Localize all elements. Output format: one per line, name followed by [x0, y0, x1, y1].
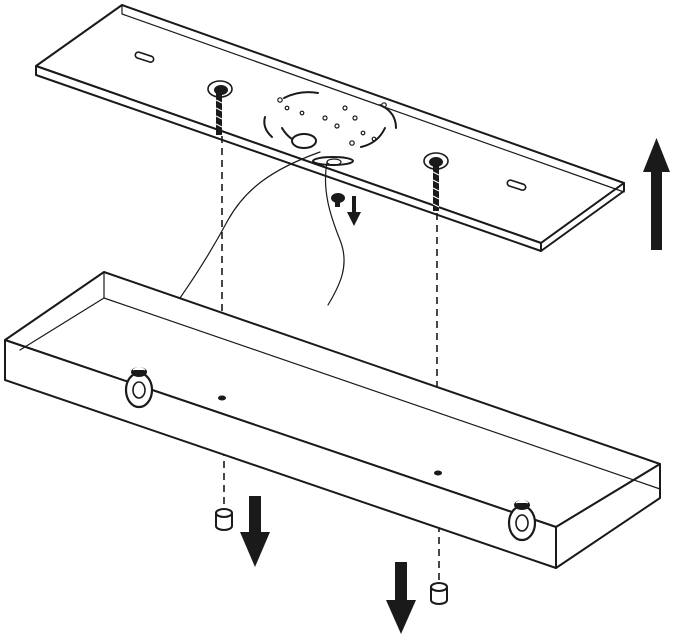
finial-right — [430, 582, 448, 605]
mounting-plate-side-edge — [540, 182, 625, 252]
mounting-plate-knockouts — [263, 91, 397, 149]
canopy-hole-right — [434, 470, 442, 476]
decorative-knob-right — [507, 499, 537, 542]
mounting-plate-slot-right — [506, 179, 527, 191]
mounting-screw-left — [207, 80, 233, 135]
supply-wire-right — [324, 161, 345, 306]
decorative-knob-left — [124, 366, 154, 409]
fixture-canopy-side-face — [555, 463, 661, 569]
ground-screw-arrow — [347, 196, 361, 226]
right-finial-arrow — [386, 562, 416, 634]
supply-wires — [179, 151, 345, 306]
finial-left — [215, 508, 233, 531]
mounting-plate-top-face — [35, 4, 625, 244]
fixture-canopy — [4, 271, 661, 569]
lift-arrow — [643, 138, 670, 250]
mounting-plate-flange — [121, 4, 625, 193]
supply-wire-left — [179, 151, 321, 299]
mounting-plate-slot-left — [134, 51, 155, 63]
center-knockout-hole — [291, 133, 317, 149]
left-finial-arrow — [240, 496, 270, 567]
mounting-screw-right — [423, 152, 449, 211]
ground-screw — [331, 193, 345, 207]
canopy-hole-left — [218, 395, 226, 401]
mounting-plate — [35, 4, 625, 252]
ground-screw-slot — [312, 156, 354, 166]
